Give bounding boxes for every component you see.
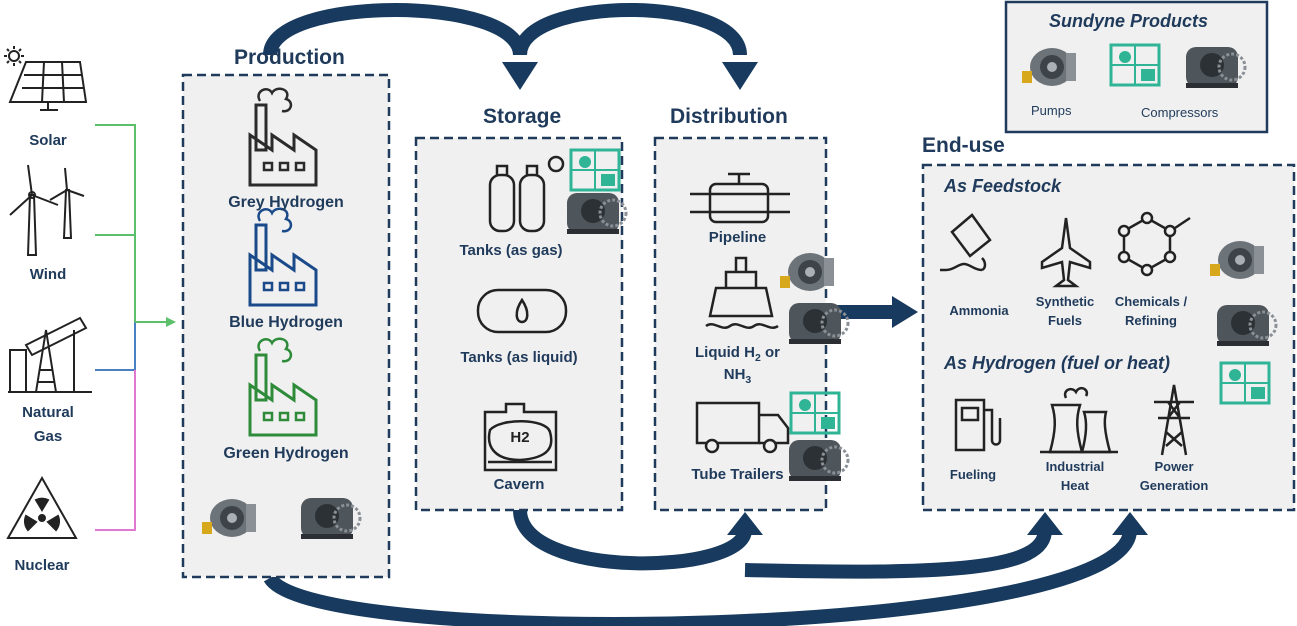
ammonia-icon	[940, 213, 992, 272]
production-title: Production	[234, 46, 345, 69]
tanks-gas-label: Tanks (as gas)	[459, 242, 563, 259]
cavern-icon-text: H2	[510, 429, 530, 446]
ammonia-label: Ammonia	[949, 303, 1009, 318]
power-tower-icon	[1154, 384, 1194, 456]
source-label-wind: Wind	[29, 266, 67, 283]
power-generation-line2: Generation	[1139, 478, 1209, 493]
power-generation-line1: Power	[1154, 459, 1194, 474]
oil-pump-icon	[8, 316, 92, 393]
source-label-gas: Gas	[33, 428, 63, 445]
airplane-icon	[1040, 217, 1092, 288]
hydrogen-heading: As Hydrogen (fuel or heat)	[944, 353, 1171, 373]
liquid-h2-suffix: or	[760, 344, 780, 361]
fueling-label: Fueling	[949, 467, 997, 482]
wind-turbine-icon	[9, 164, 85, 256]
feedstock-heading: As Feedstock	[944, 176, 1062, 196]
arrow-production-to-storage	[263, 3, 527, 57]
synthetic-fuels-line1: Synthetic	[1035, 294, 1095, 309]
pipeline-label: Pipeline	[708, 229, 767, 246]
source-connectors	[95, 124, 176, 531]
tube-trailers-label: Tube Trailers	[691, 466, 784, 483]
source-label-solar: Solar	[29, 132, 67, 149]
industrial-heat-icon	[1040, 386, 1118, 454]
liquid-h2-sub: 2	[754, 352, 761, 364]
chemicals-line2: Refining	[1125, 313, 1177, 328]
nh3-sub: 3	[745, 374, 752, 386]
products-compressors-label: Compressors	[1141, 105, 1219, 120]
chemical-ring-icon	[1117, 211, 1191, 277]
arrowhead-enduse-bottom-1	[1027, 512, 1063, 535]
arrow-storage-bottom-return	[513, 508, 752, 571]
storage-compressor-icon	[565, 191, 628, 236]
cavern-label: Cavern	[493, 476, 545, 493]
nuclear-icon	[6, 475, 78, 539]
liquid-h2-prefix: Liquid H	[694, 344, 755, 361]
blue-hydrogen-label: Blue Hydrogen	[229, 314, 343, 331]
arrowhead-enduse-bottom-2	[1112, 512, 1148, 535]
industrial-heat-line2: Heat	[1060, 478, 1090, 493]
chemicals-line1: Chemicals /	[1114, 294, 1188, 309]
nh3-label: NH3	[655, 366, 820, 387]
nh3-prefix: NH	[723, 366, 746, 383]
tanks-liquid-label: Tanks (as liquid)	[460, 349, 578, 366]
industrial-heat-line1: Industrial	[1045, 459, 1105, 474]
arrowhead-distribution	[722, 62, 758, 90]
arrow-dist-bottom-to-enduse	[744, 529, 1052, 579]
production-box	[181, 73, 391, 579]
fuel-pump-icon	[954, 398, 1002, 452]
enduse-title: End-use	[922, 134, 1005, 157]
arrow-production-bottom-to-enduse	[263, 528, 1137, 626]
source-label-nuclear: Nuclear	[14, 557, 70, 574]
products-pumps-label: Pumps	[1031, 103, 1072, 118]
arrow-storage-to-distribution	[513, 3, 747, 57]
production-compressor-icon	[299, 496, 362, 541]
liquid-h2-label: Liquid H2 or	[655, 344, 820, 365]
cavern-icon	[483, 402, 558, 472]
products-compressor-icon	[1184, 45, 1247, 90]
arrow-heads	[502, 62, 1148, 535]
liquid-tank-icon	[476, 288, 568, 334]
arrowhead-enduse-side	[892, 296, 918, 328]
truck-icon	[695, 401, 790, 454]
distribution-title: Distribution	[670, 105, 788, 128]
distribution-compressor-icon	[787, 301, 850, 346]
ship-icon	[705, 256, 779, 329]
grey-hydrogen-label: Grey Hydrogen	[228, 194, 344, 211]
arrowhead-dist-bottom	[727, 512, 763, 535]
source-label-natural: Natural	[22, 404, 74, 421]
arrowhead-storage	[502, 62, 538, 90]
pipeline-icon	[690, 172, 790, 224]
solar-panel-icon	[4, 46, 88, 111]
products-title: Sundyne Products	[1049, 11, 1209, 31]
synthetic-fuels-line2: Fuels	[1048, 313, 1082, 328]
green-hydrogen-label: Green Hydrogen	[223, 445, 349, 462]
enduse-compressor-icon	[1215, 303, 1278, 348]
flow-arrows	[263, 3, 1137, 626]
storage-title: Storage	[483, 105, 562, 128]
gas-cylinders-icon	[488, 155, 565, 233]
